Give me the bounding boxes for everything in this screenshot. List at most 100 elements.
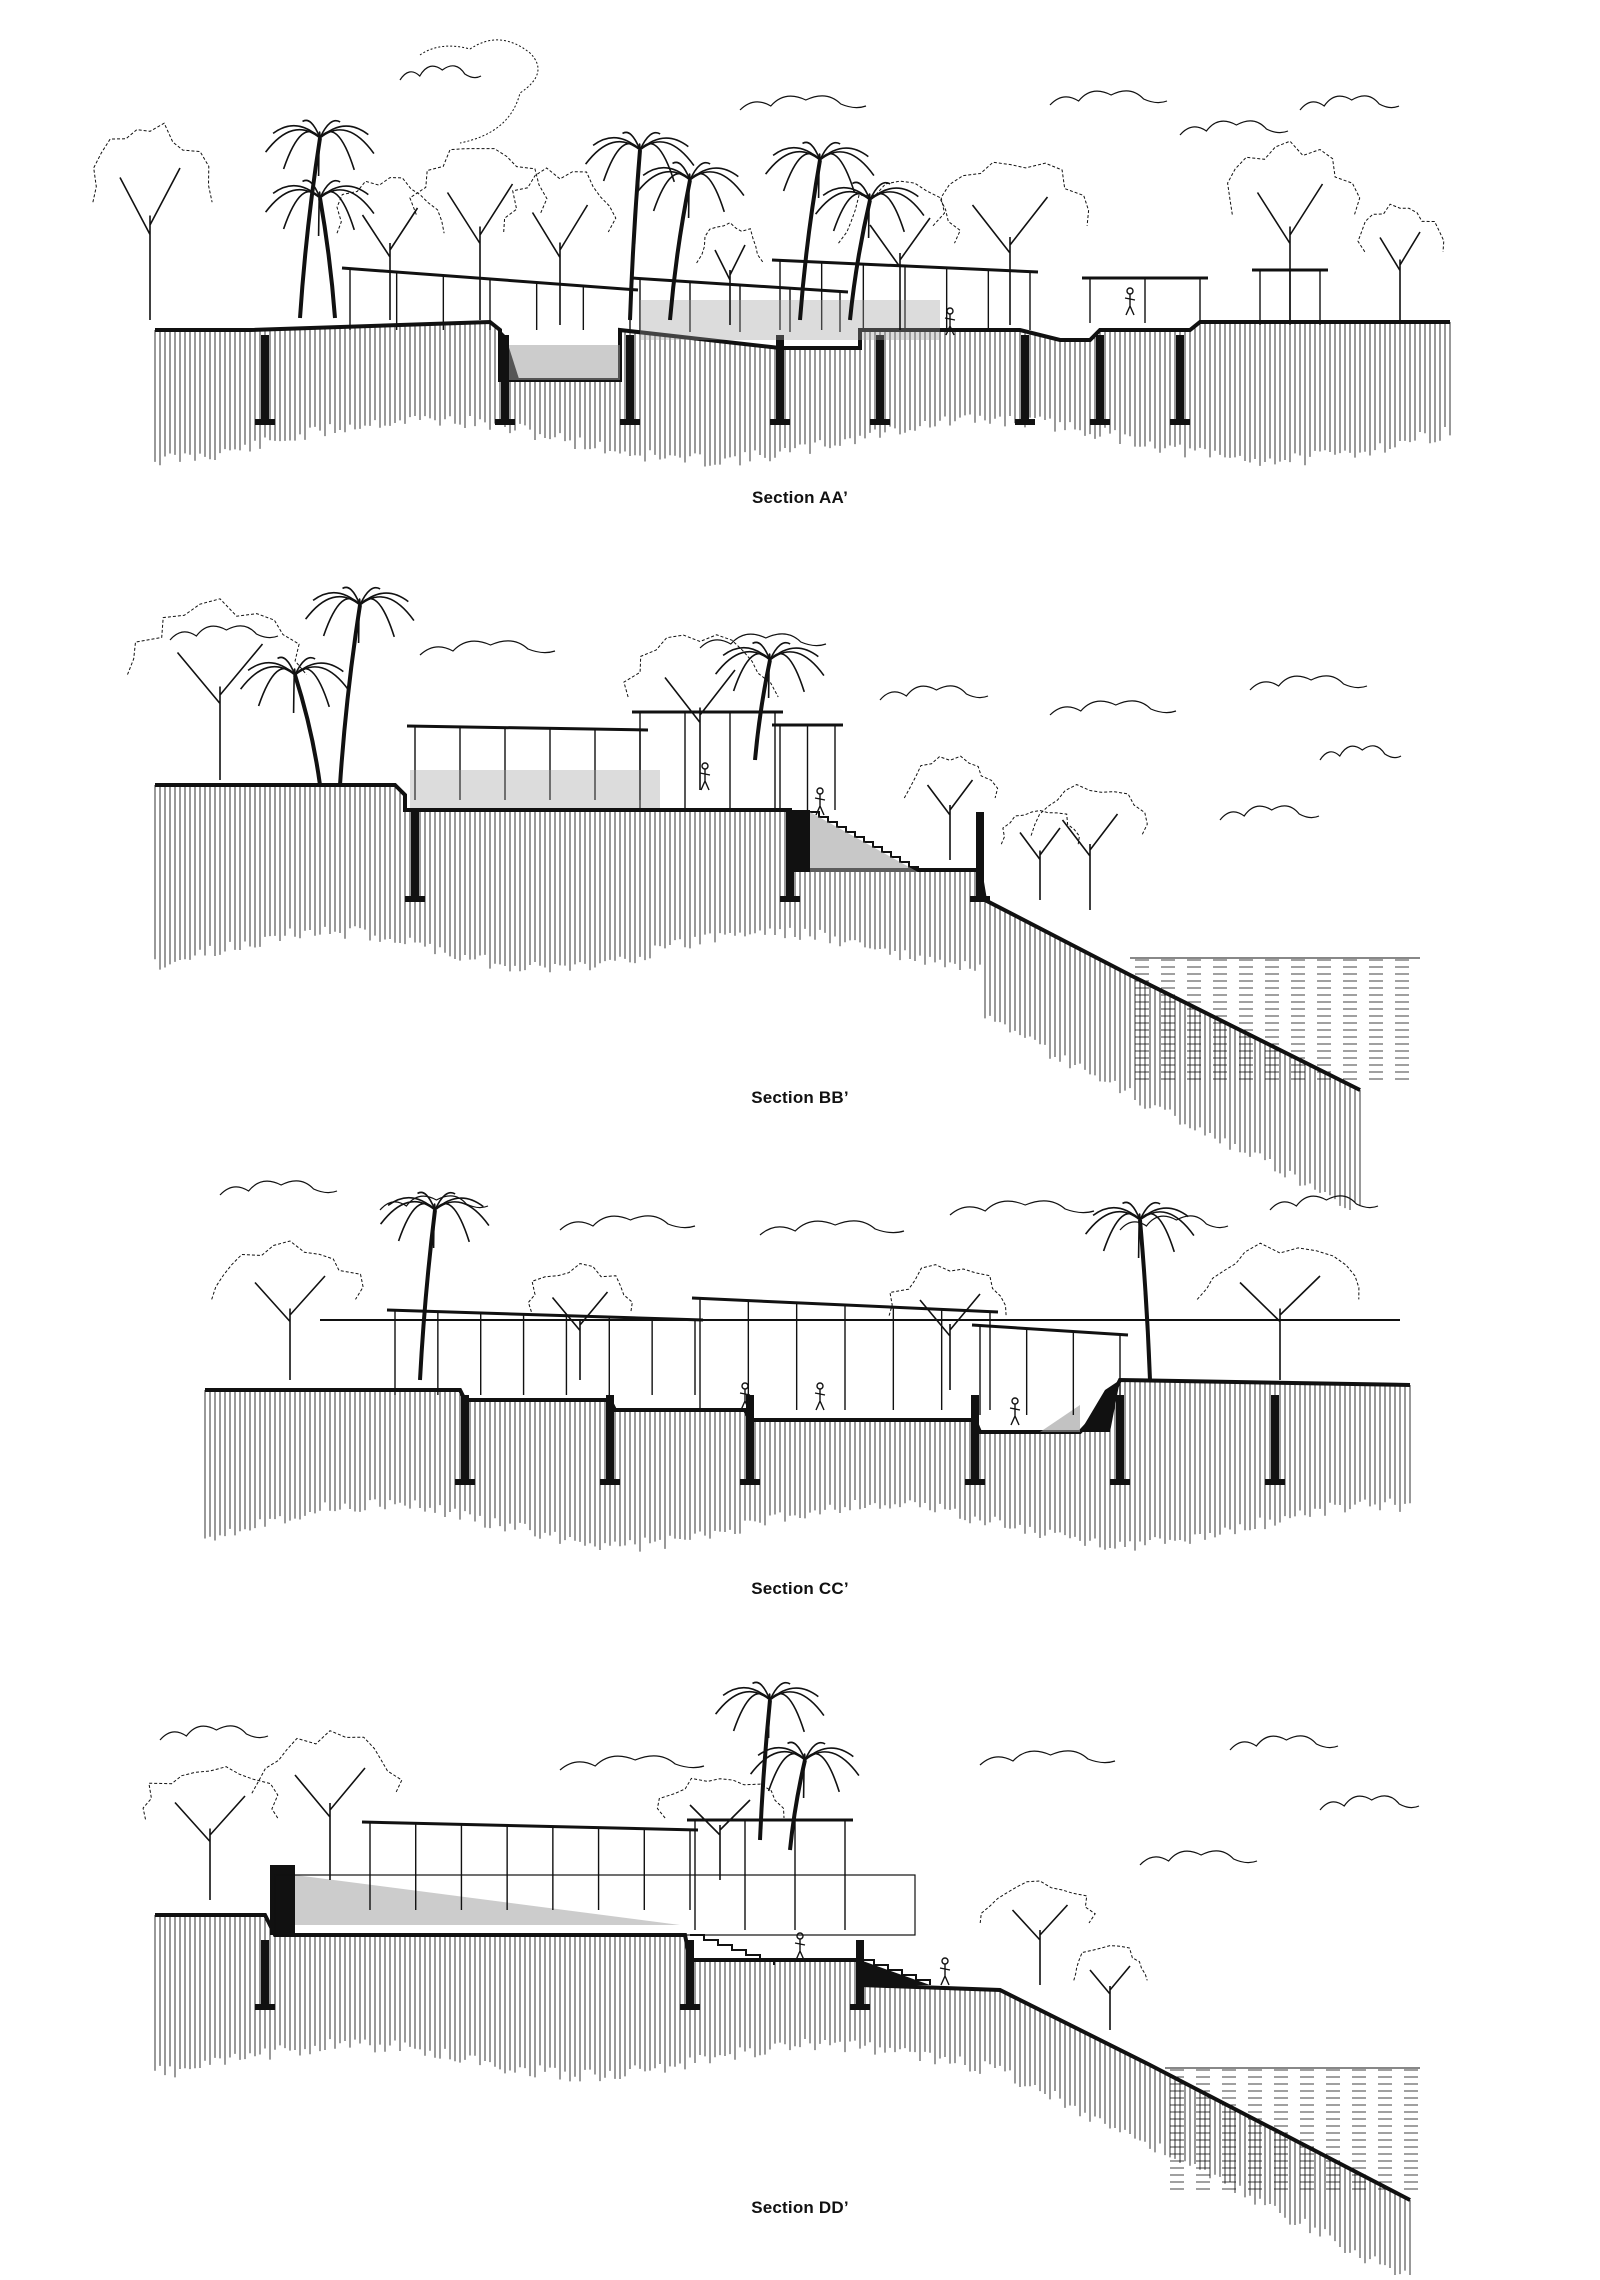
cloud-icon <box>759 1220 905 1236</box>
tree-icon <box>1000 809 1080 900</box>
cloud-icon <box>1119 1215 1229 1231</box>
ground-line <box>155 1913 1411 2202</box>
cloud-icon <box>159 1725 269 1741</box>
foundation-footing <box>1271 1395 1279 1485</box>
cloud-icon <box>1049 90 1168 106</box>
person-icon <box>794 1932 806 1961</box>
tree-icon <box>696 222 764 325</box>
foundation-pad <box>1015 419 1035 425</box>
tree-icon <box>127 598 307 780</box>
foundation-pad <box>1170 419 1190 425</box>
ground-hatch <box>204 1380 1411 1552</box>
foundation-footing <box>261 1940 269 2010</box>
stair-shade <box>860 1960 930 1985</box>
foundation-footing <box>606 1395 614 1485</box>
foundation-footing <box>501 335 509 425</box>
foundation-pad <box>495 419 515 425</box>
foundation-pad <box>1265 1479 1285 1485</box>
section-cc-drawing <box>204 1180 1411 1552</box>
planted-slope <box>295 1875 680 1925</box>
ground-line <box>155 319 1450 382</box>
cloud-icon <box>1219 805 1320 821</box>
foundation-pad <box>600 1479 620 1485</box>
foundation-footing <box>461 1395 469 1485</box>
foundation-pad <box>870 419 890 425</box>
foundation-pad <box>740 1479 760 1485</box>
tree-icon <box>142 1766 280 1900</box>
section-cc-label: Section CC’ <box>751 1579 849 1598</box>
foundation-footing <box>1116 1395 1124 1485</box>
water-icon <box>1170 2069 1418 2190</box>
tree-icon <box>409 148 548 320</box>
cloud-icon <box>219 1180 338 1196</box>
foundation-pad <box>770 419 790 425</box>
palm-tree-icon <box>239 656 350 786</box>
retaining-wall-left <box>270 1865 295 1935</box>
section-aa-drawing <box>92 39 1451 467</box>
shaded-wall <box>640 300 940 340</box>
foundation-pad <box>405 896 425 902</box>
foundation-pad <box>1090 419 1110 425</box>
pavilion-structure <box>406 724 649 800</box>
cloud-icon <box>399 65 482 81</box>
foundation-footing <box>976 812 984 902</box>
cloud-icon <box>169 625 279 641</box>
pavilion-structure <box>771 258 1039 330</box>
cloud-icon <box>979 1750 1116 1766</box>
section-bb-drawing <box>127 586 1420 1211</box>
foundation-pad <box>620 419 640 425</box>
cloud-icon <box>1319 745 1402 761</box>
foundation-pad <box>680 2004 700 2010</box>
palm-tree-icon <box>714 1681 825 1841</box>
cloud-icon <box>379 1195 489 1211</box>
tree-icon <box>1073 1945 1148 2030</box>
cloud-icon <box>419 39 539 144</box>
palm-tree-icon <box>304 586 415 786</box>
person-icon <box>944 307 956 336</box>
cloud-icon <box>1269 1195 1379 1211</box>
foundation-pad <box>970 896 990 902</box>
foundation-pad <box>965 1479 985 1485</box>
foundation-pad <box>1110 1479 1130 1485</box>
palm-tree-icon <box>1084 1201 1195 1381</box>
section-dd-drawing <box>142 1681 1420 2276</box>
palm-tree-icon <box>584 131 695 321</box>
foundation-footing <box>1021 335 1029 425</box>
foundation-pad <box>850 2004 870 2010</box>
pavilion-structure <box>971 1323 1129 1415</box>
palm-tree-icon <box>764 141 875 321</box>
tree-icon <box>979 1880 1096 1985</box>
cloud-icon <box>1319 1795 1420 1811</box>
water-icon <box>1135 959 1409 1080</box>
tree-icon <box>656 1777 785 1880</box>
foundation-footing <box>856 1940 864 2010</box>
cloud-icon <box>699 633 827 649</box>
palm-tree-icon <box>634 161 745 321</box>
foundation-footing <box>1096 335 1104 425</box>
palm-tree-icon <box>264 119 375 319</box>
person-icon <box>939 1957 951 1986</box>
palm-tree-icon <box>749 1741 860 1851</box>
cloud-icon <box>949 1200 1095 1216</box>
tree-icon <box>838 180 961 330</box>
tree-icon <box>932 161 1090 325</box>
cloud-icon <box>1229 1735 1339 1751</box>
foundation-footing <box>746 1395 754 1485</box>
pavilion-structure <box>632 710 783 808</box>
foundation-footing <box>971 1395 979 1485</box>
person-icon <box>814 1382 826 1411</box>
person-icon <box>699 762 711 791</box>
palm-tree-icon <box>714 641 825 761</box>
retaining-wall <box>1080 1380 1120 1432</box>
ground-hatch <box>154 322 1451 467</box>
tree-icon <box>211 1240 364 1380</box>
section-bb-label: Section BB’ <box>751 1088 849 1107</box>
person-icon <box>1124 287 1136 316</box>
pavilion-structure <box>361 1820 699 1910</box>
tree-icon <box>1196 1242 1360 1380</box>
cloud-icon <box>1049 700 1177 716</box>
foundation-footing <box>776 335 784 425</box>
foundation-footing <box>1176 335 1184 425</box>
foundation-pad <box>255 2004 275 2010</box>
